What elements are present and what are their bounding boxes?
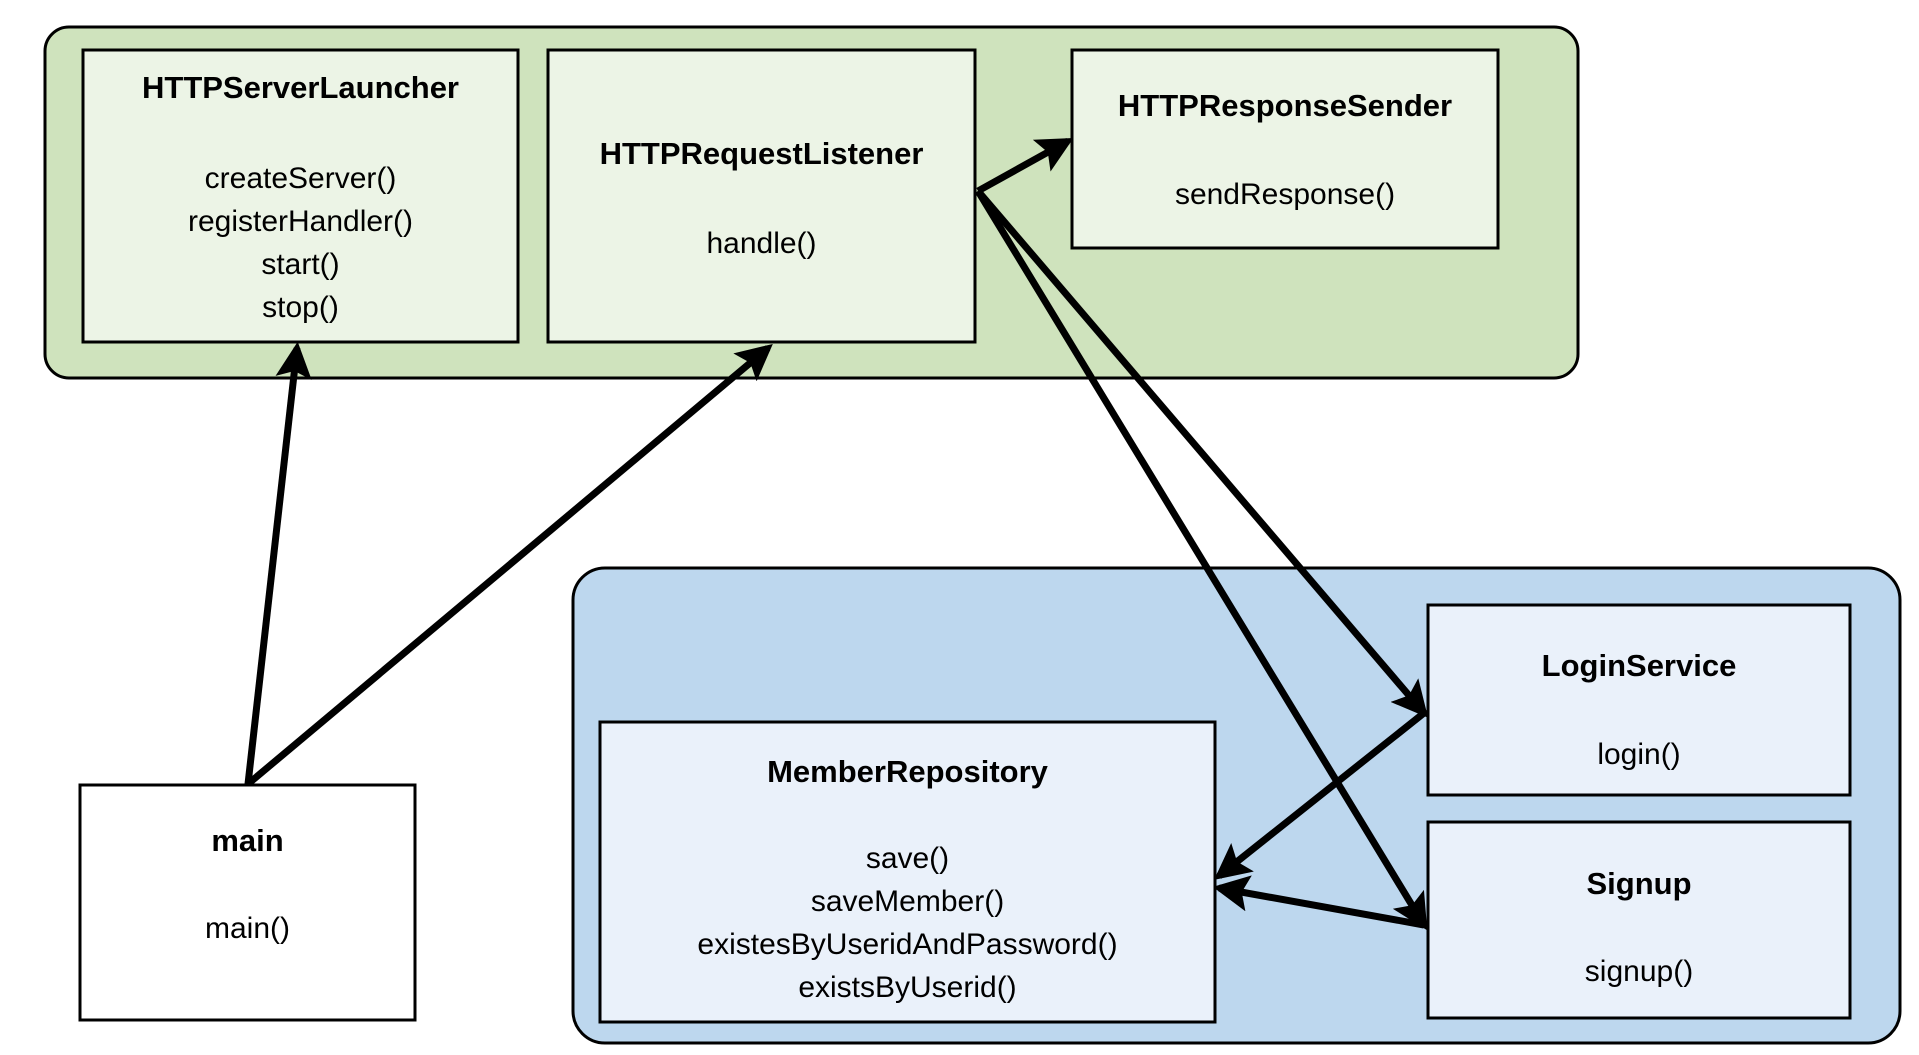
class-box-frame-member-repository (598, 720, 1217, 1024)
class-box-http-response-sender[interactable]: HTTPResponseSender sendResponse() (1070, 48, 1500, 250)
connector-login-service-to-member-repository (1214, 710, 1427, 880)
class-method-member-repository-2: existesByUseridAndPassword() (697, 928, 1117, 961)
class-method-member-repository-1: saveMember() (811, 885, 1004, 918)
class-method-member-repository-3: existsByUserid() (798, 971, 1016, 1004)
connector-http-request-listener-to-login-service (975, 188, 1429, 718)
class-boxes: HTTPServerLauncher createServer() register… (78, 48, 1852, 1024)
connectors (244, 137, 1429, 931)
class-title-http-response-sender: HTTPResponseSender (1118, 88, 1452, 123)
connector-http-request-listener-to-http-response-sender (976, 137, 1074, 195)
class-box-login-service[interactable]: LoginService login() (1426, 603, 1852, 797)
class-title-main: main (211, 823, 283, 858)
class-box-frame-main (78, 783, 417, 1022)
class-method-http-response-sender-0: sendResponse() (1175, 178, 1395, 211)
class-title-http-request-listener: HTTPRequestListener (600, 136, 924, 171)
class-method-login-service-0: login() (1597, 738, 1680, 771)
class-box-http-request-listener[interactable]: HTTPRequestListener handle() (546, 48, 977, 344)
class-method-signup-0: signup() (1585, 955, 1693, 988)
connector-signup-to-member-repository (1212, 875, 1425, 929)
class-method-member-repository-0: save() (866, 842, 949, 875)
class-box-frame-http-request-listener (546, 48, 977, 344)
connector-main-to-http-request-listener (245, 343, 773, 787)
class-method-main-0: main() (205, 912, 290, 945)
connector-main-to-http-server-launcher (244, 341, 312, 785)
class-box-signup[interactable]: Signup signup() (1426, 820, 1852, 1020)
class-box-frame-signup (1426, 820, 1852, 1020)
class-box-frame-login-service (1426, 603, 1852, 797)
class-method-http-server-launcher-0: createServer() (205, 162, 397, 195)
class-box-http-server-launcher[interactable]: HTTPServerLauncher createServer() register… (81, 48, 520, 344)
class-method-http-server-launcher-1: registerHandler() (188, 205, 413, 238)
class-method-http-request-listener-0: handle() (706, 227, 816, 260)
class-box-frame-http-server-launcher (81, 48, 520, 344)
class-box-frame-http-response-sender (1070, 48, 1500, 250)
class-title-member-repository: MemberRepository (767, 754, 1049, 789)
class-box-main[interactable]: main main() (78, 783, 417, 1022)
class-method-http-server-launcher-2: start() (261, 248, 339, 281)
class-title-signup: Signup (1586, 866, 1691, 901)
class-box-member-repository[interactable]: MemberRepository save() saveMember() existe… (598, 720, 1217, 1024)
class-title-http-server-launcher: HTTPServerLauncher (142, 70, 459, 105)
connector-http-request-listener-to-signup (975, 189, 1428, 931)
class-method-http-server-launcher-3: stop() (262, 291, 339, 324)
class-title-login-service: LoginService (1542, 648, 1737, 683)
